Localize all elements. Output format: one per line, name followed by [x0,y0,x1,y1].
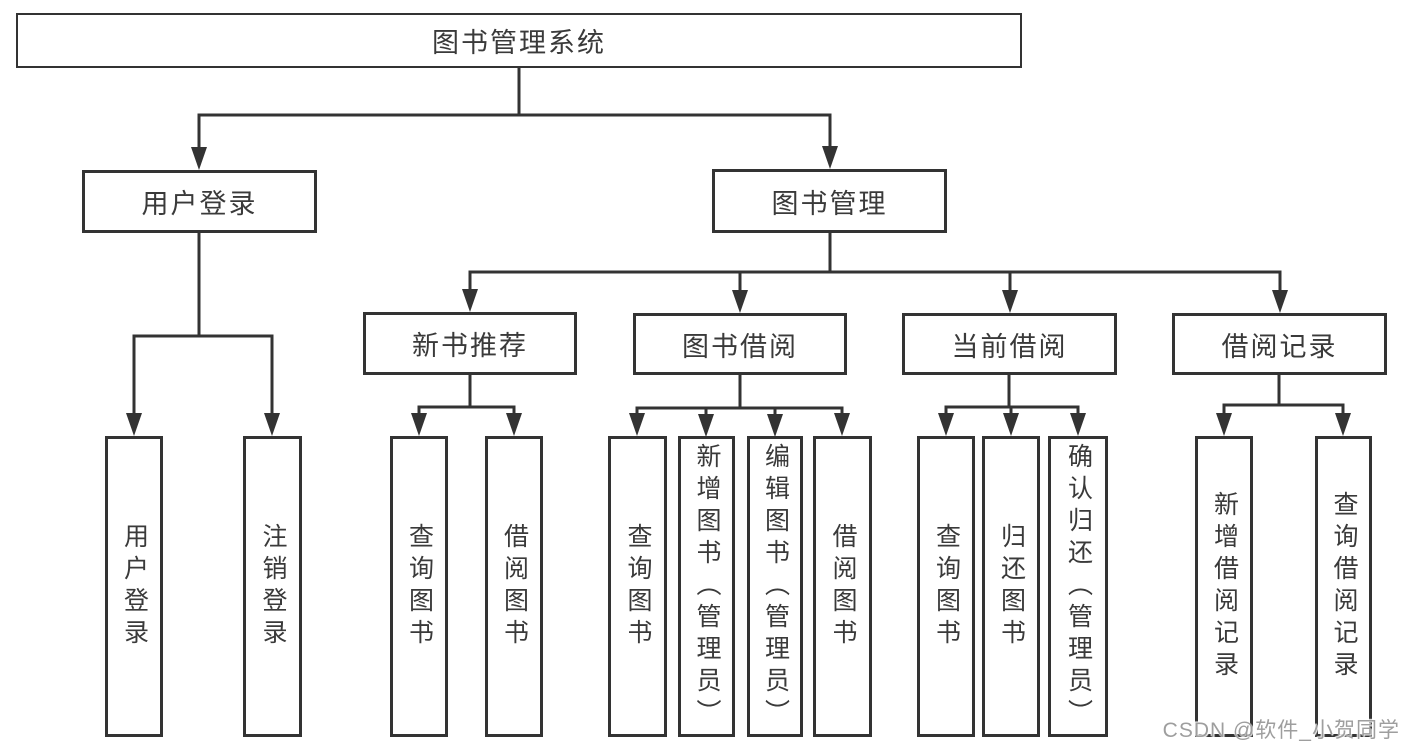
leaf-add-books-admin-label: 新增图书（管理员） [693,442,721,731]
leaf-edit-books-admin-label: 编辑图书（管理员） [761,442,790,731]
node-root-label: 图书管理系统 [432,28,606,58]
leaf-query-borrow-record: 查询借阅记录 [1315,436,1372,737]
node-new-book-recommendation: 新书推荐 [363,312,577,375]
leaf-add-borrow-record: 新增借阅记录 [1195,436,1253,737]
csdn-watermark: CSDN @软件_小贺同学 [1162,719,1400,742]
node-current-borrowing-label: 当前借阅 [951,331,1068,362]
node-borrowing-records: 借阅记录 [1172,313,1387,375]
leaf-user-login: 用户登录 [105,436,163,737]
node-user-login-label: 用户登录 [141,189,258,219]
node-root: 图书管理系统 [16,13,1022,68]
node-current-borrowing: 当前借阅 [902,313,1117,375]
leaf-return-books-label: 归还图书 [997,522,1026,651]
node-book-borrowing: 图书借阅 [633,313,847,375]
leaf-confirm-return-admin: 确认归还（管理员） [1048,436,1108,737]
leaf-borrow-books-label: 借阅图书 [829,522,857,651]
leaf-logout-login-label: 注销登录 [259,522,287,651]
node-book-management: 图书管理 [712,169,947,233]
leaf-query-borrow-record-label: 查询借阅记录 [1330,490,1358,683]
leaf-borrow-books-recommend: 借阅图书 [485,436,543,737]
node-user-login: 用户登录 [82,170,317,233]
node-new-book-recommendation-label: 新书推荐 [412,331,528,361]
leaf-borrow-books-recommend-label: 借阅图书 [500,522,529,651]
arrowheads [126,146,1351,437]
leaf-edit-books-admin: 编辑图书（管理员） [747,436,803,737]
leaf-add-borrow-record-label: 新增借阅记录 [1210,490,1239,683]
leaf-confirm-return-admin-label: 确认归还（管理员） [1064,442,1093,731]
leaf-return-books: 归还图书 [982,436,1040,737]
leaf-query-books-borrowing: 查询图书 [608,436,667,737]
node-book-borrowing-label: 图书借阅 [682,331,798,362]
node-borrowing-records-label: 借阅记录 [1221,331,1338,362]
leaf-add-books-admin: 新增图书（管理员） [678,436,735,737]
leaf-query-books-current-label: 查询图书 [932,522,961,651]
leaf-query-books-recommend-label: 查询图书 [405,522,434,651]
node-book-management-label: 图书管理 [771,188,888,219]
leaf-query-books-borrowing-label: 查询图书 [624,522,652,651]
leaf-query-books-current: 查询图书 [917,436,975,737]
leaf-user-login-label: 用户登录 [120,522,149,651]
leaf-borrow-books: 借阅图书 [813,436,872,737]
leaf-query-books-recommend: 查询图书 [390,436,448,737]
leaf-logout-login: 注销登录 [243,436,302,737]
